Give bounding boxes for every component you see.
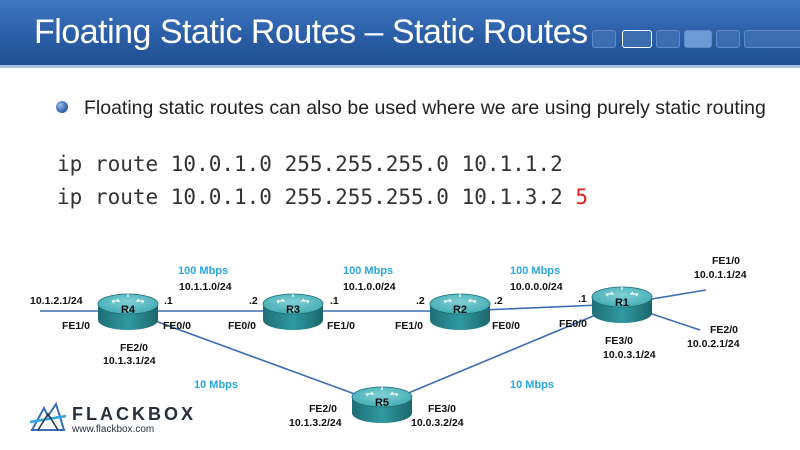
host-octet-label: .1 (578, 293, 587, 305)
flackbox-logo-icon (29, 402, 67, 431)
interface-label: FE1/0 (395, 320, 423, 332)
ip-label: 10.0.1.1/24 (694, 269, 747, 281)
bullet-icon (56, 101, 68, 113)
bullet-text: Floating static routes can also be used … (84, 97, 766, 119)
ip-label: 10.0.3.1/24 (603, 349, 656, 361)
link-speed-label: 100 Mbps (178, 265, 228, 277)
subnet-label: 10.1.0.0/24 (343, 281, 396, 293)
router-r2: R2 (429, 293, 491, 330)
header-decor-block (592, 30, 616, 48)
interface-label: FE2/0 (710, 324, 738, 336)
header-decor-block (684, 30, 712, 48)
subnet-label: 10.0.0.0/24 (510, 281, 563, 293)
host-octet-label: .1 (330, 295, 339, 307)
router-label: R2 (453, 304, 467, 316)
router-r1: R1 (591, 286, 653, 323)
router-r5: R5 (351, 386, 413, 423)
link-speed-label: 10 Mbps (194, 379, 238, 391)
link-speed-label: 10 Mbps (510, 379, 554, 391)
link-r4-r5 (127, 310, 383, 405)
router-label: R3 (286, 304, 300, 316)
command-line-2: ip route 10.0.1.0 255.255.255.0 10.1.3.2… (57, 185, 588, 209)
ip-label: 10.1.3.2/24 (289, 417, 342, 429)
host-octet-label: .1 (164, 295, 173, 307)
router-label: R5 (375, 397, 389, 409)
interface-label: FE2/0 (309, 403, 337, 415)
host-octet-label: .2 (416, 295, 425, 307)
interface-label: FE1/0 (712, 255, 740, 267)
ip-label: 10.1.2.1/24 (30, 295, 83, 307)
logo-url: www.flackbox.com (72, 424, 155, 435)
interface-label: FE1/0 (327, 320, 355, 332)
header-decor-block (622, 30, 652, 48)
admin-distance: 5 (575, 185, 589, 209)
ip-label: 10.0.3.2/24 (411, 417, 464, 429)
router-label: R1 (615, 297, 629, 309)
router-r4: R4 (97, 293, 159, 330)
command-text: ip route 10.0.1.0 255.255.255.0 10.1.3.2 (57, 185, 576, 209)
interface-label: FE3/0 (428, 403, 456, 415)
subnet-label: 10.1.1.0/24 (179, 281, 232, 293)
network-topology-diagram: R4 R3 R2 R1 R5 100 Mbps 100 Mbps 100 Mbp… (30, 255, 747, 429)
command-line-1: ip route 10.0.1.0 255.255.255.0 10.1.1.2 (57, 152, 563, 176)
title-bar: Floating Static Routes – Static Routes (0, 0, 800, 68)
header-decor-block (716, 30, 740, 48)
router-label: R4 (121, 304, 136, 316)
router-r3: R3 (262, 293, 324, 330)
link-speed-label: 100 Mbps (343, 265, 393, 277)
link-speed-label: 100 Mbps (510, 265, 560, 277)
interface-label: FE1/0 (62, 320, 90, 332)
interface-label: FE0/0 (559, 318, 587, 330)
interface-label: FE0/0 (163, 320, 191, 332)
logo-name: FLACKBOX (72, 404, 196, 424)
interface-label: FE2/0 (120, 342, 148, 354)
host-octet-label: .2 (494, 295, 503, 307)
link-r5-r1 (381, 303, 623, 405)
interface-label: FE0/0 (492, 320, 520, 332)
slide-title: Floating Static Routes – Static Routes (34, 13, 588, 51)
host-octet-label: .2 (249, 295, 258, 307)
interface-label: FE0/0 (228, 320, 256, 332)
command-text: ip route 10.0.1.0 255.255.255.0 10.1.1.2 (57, 152, 563, 176)
header-decor-block (744, 30, 800, 48)
interface-label: FE3/0 (605, 335, 633, 347)
ip-label: 10.0.2.1/24 (687, 338, 740, 350)
header-decor-block (656, 30, 680, 48)
ip-label: 10.1.3.1/24 (103, 355, 156, 367)
